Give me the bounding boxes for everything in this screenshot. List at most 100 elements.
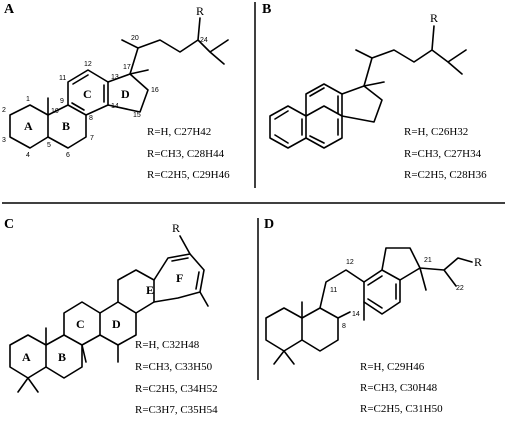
gem-dimethyl-c4 <box>17 377 39 393</box>
atom-number: 5 <box>47 142 51 149</box>
aromatic-ring-2-double-bonds <box>309 118 339 144</box>
panel-d-r-label: R <box>474 255 482 269</box>
atom-number: 20 <box>131 35 139 42</box>
side-chain-bonds <box>419 257 473 291</box>
formula-line: R=C2H5, C34H52 <box>135 383 218 395</box>
decalin-ring-2 <box>301 307 339 352</box>
panel-d: D R 8 11 12 14 <box>264 217 482 415</box>
panel-b-formulas: R=H, C26H32 R=CH3, C27H34 R=C2H5, C28H36 <box>404 126 487 181</box>
panel-a-atom-numbers: 1 2 3 4 5 6 7 8 9 10 11 12 13 14 15 16 1… <box>2 35 208 159</box>
decalin-ring-1 <box>265 307 303 352</box>
panel-d-structure <box>265 247 473 365</box>
panel-d-label: D <box>264 217 274 232</box>
linker-chain <box>319 269 365 309</box>
panel-b-r-label: R <box>430 11 438 25</box>
formula-line: R=CH3, C28H44 <box>147 148 225 160</box>
formula-line: R=C2H5, C29H46 <box>147 169 230 181</box>
ring-b-bonds <box>45 334 83 379</box>
methyl-c13 <box>129 69 149 75</box>
r-bond <box>179 235 191 255</box>
ring-c-bonds <box>67 69 109 116</box>
aromatic-ring-1-double-bonds <box>274 110 303 144</box>
atom-number: 8 <box>89 115 93 122</box>
ring-f-bonds <box>153 253 205 303</box>
ring-b-bonds <box>47 104 87 149</box>
side-chain-bonds <box>121 17 229 75</box>
atom-number: 24 <box>200 37 208 44</box>
methyl-ring-f <box>199 291 209 307</box>
five-ring <box>381 247 421 281</box>
ring-label-c: C <box>76 317 85 331</box>
formula-line: R=C2H5, C28H36 <box>404 169 487 181</box>
aromatic-ring-3-double-bonds <box>309 87 339 114</box>
ring-label-b: B <box>58 350 66 364</box>
panel-c: C R A B C D E F <box>4 217 218 416</box>
aromatic-ring-1 <box>269 105 307 149</box>
atom-number: 14 <box>111 103 119 110</box>
gem-dimethyl <box>273 350 295 365</box>
ring-d-bonds <box>99 301 137 346</box>
atom-number: 17 <box>123 64 131 71</box>
panel-c-label: C <box>4 217 14 232</box>
five-ring <box>341 85 383 123</box>
atom-number: 21 <box>424 257 432 264</box>
panel-b: B R R=H, C26H32 R=CH3, C27H34 R=C2H5, C2… <box>262 2 487 181</box>
atom-number: 1 <box>26 96 30 103</box>
formula-line: R=C2H5, C31H50 <box>360 403 443 415</box>
ring-c-double-bonds <box>71 74 105 111</box>
side-chain-bonds <box>355 25 467 87</box>
atom-number: 10 <box>51 108 59 115</box>
formula-line: R=CH3, C30H48 <box>360 382 438 394</box>
panel-a-r-label: R <box>196 4 204 18</box>
panel-a-formulas: R=H, C27H42 R=CH3, C28H44 R=C2H5, C29H46 <box>147 126 230 181</box>
methyl-c8 <box>337 311 351 319</box>
panel-d-atom-numbers: 8 11 12 14 21 22 <box>330 257 464 330</box>
panel-a-label: A <box>4 2 15 17</box>
formula-line: R=C3H7, C35H54 <box>135 404 218 416</box>
atom-number: 9 <box>60 98 64 105</box>
panel-b-label: B <box>262 2 271 17</box>
panel-c-r-label: R <box>172 221 180 235</box>
atom-number: 12 <box>346 259 354 266</box>
atom-number: 4 <box>26 152 30 159</box>
atom-number: 6 <box>66 152 70 159</box>
ring-e-bonds <box>117 269 155 314</box>
ring-label-a: A <box>24 119 33 133</box>
atom-number: 3 <box>2 137 6 144</box>
ring-label-c: C <box>83 87 92 101</box>
atom-number: 2 <box>2 107 6 114</box>
aromatic-double-bonds <box>367 275 397 309</box>
atom-number: 13 <box>111 74 119 81</box>
methyl-c17 <box>363 81 385 87</box>
formula-line: R=H, C29H46 <box>360 361 425 373</box>
ring-label-f: F <box>176 271 183 285</box>
ring-label-b: B <box>62 119 70 133</box>
panel-b-structure <box>269 25 467 149</box>
atom-number: 15 <box>133 112 141 119</box>
atom-number: 14 <box>352 311 360 318</box>
ring-label-d: D <box>112 317 121 331</box>
methyl-c8 <box>81 344 87 363</box>
panel-a-structure <box>9 17 229 149</box>
atom-number: 12 <box>84 61 92 68</box>
atom-number: 8 <box>342 323 346 330</box>
panel-d-formulas: R=H, C29H46 R=CH3, C30H48 R=C2H5, C31H50 <box>360 361 443 415</box>
ring-c-bonds <box>63 301 101 346</box>
ring-f-double-bonds <box>171 257 200 290</box>
atom-number: 16 <box>151 87 159 94</box>
atom-number: 11 <box>330 287 337 294</box>
atom-number: 11 <box>59 75 66 82</box>
formula-line: R=CH3, C33H50 <box>135 361 213 373</box>
atom-number: 22 <box>456 285 464 292</box>
panel-c-formulas: R=H, C32H48 R=CH3, C33H50 R=C2H5, C34H52… <box>135 339 218 416</box>
panel-c-structure <box>9 235 209 393</box>
aromatic-ring-3 <box>305 83 343 117</box>
ring-d-bonds <box>107 73 149 113</box>
ring-label-a: A <box>22 350 31 364</box>
formula-line: R=H, C27H42 <box>147 126 211 138</box>
ring-label-e: E <box>146 283 154 297</box>
formula-line: R=H, C32H48 <box>135 339 200 351</box>
formula-line: R=CH3, C27H34 <box>404 148 482 160</box>
panel-a: A R A B C D 1 2 3 4 5 6 <box>2 2 230 181</box>
